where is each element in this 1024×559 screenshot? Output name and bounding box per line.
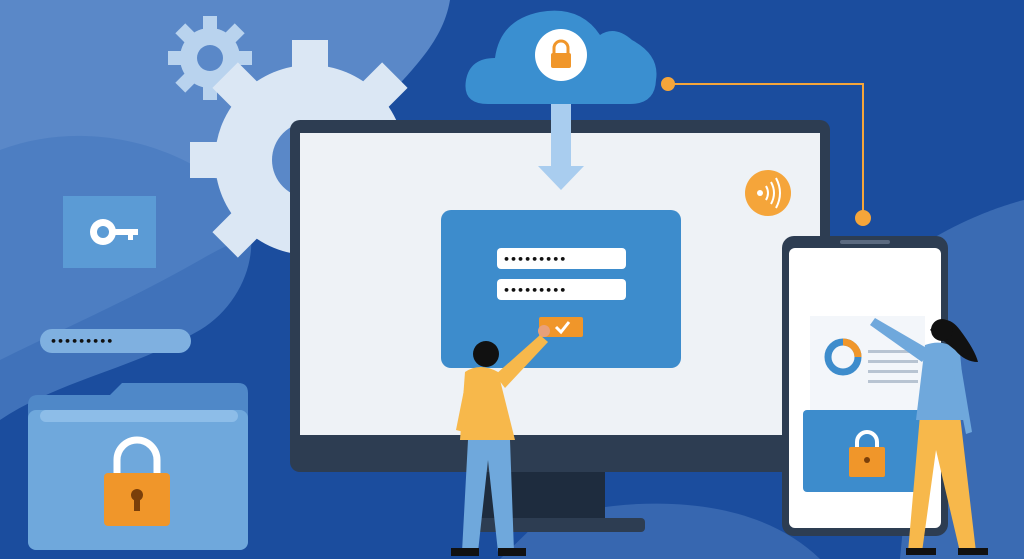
side-password-field: ••••••••• [40, 329, 191, 353]
side-password-value: ••••••••• [50, 335, 113, 348]
checkmark-icon [554, 321, 571, 335]
folder-lock-icon [28, 383, 248, 550]
nfc-icon [745, 170, 791, 216]
password-field-value: ••••••••• [503, 284, 566, 297]
document [810, 316, 925, 411]
key-icon [90, 219, 138, 245]
key-card [63, 196, 156, 268]
padlock-icon [104, 436, 170, 526]
gear-icon [168, 16, 252, 100]
username-field[interactable] [497, 248, 626, 269]
donut-chart-icon [824, 338, 862, 376]
password-field[interactable] [497, 279, 626, 300]
connector-line [661, 77, 871, 226]
man-figure [451, 325, 550, 556]
download-arrow-icon [538, 100, 584, 190]
woman-figure [870, 318, 988, 555]
smartphone [782, 236, 948, 536]
submit-button[interactable] [539, 317, 583, 337]
username-field-value: ••••••••• [503, 253, 566, 266]
phone-folder-lock-icon [803, 410, 923, 492]
login-panel: ••••••••• ••••••••• [441, 210, 681, 368]
cloud-lock-icon [465, 10, 657, 105]
